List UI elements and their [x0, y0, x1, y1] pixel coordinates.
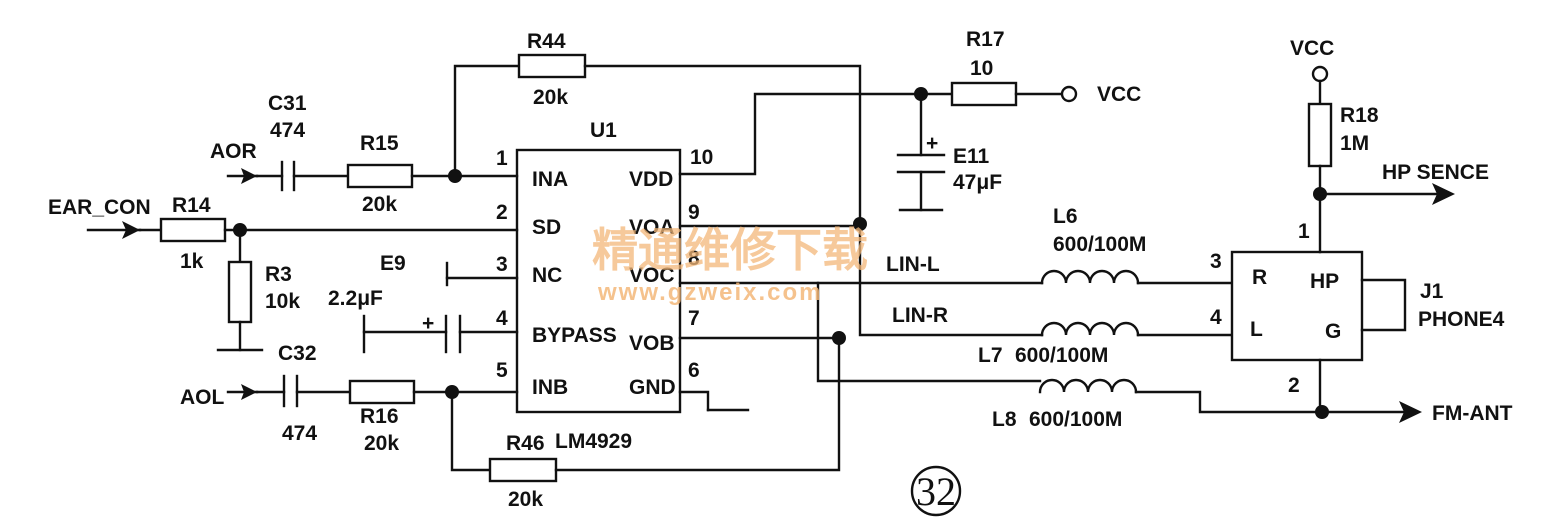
- fm-ant-label: FM-ANT: [1432, 402, 1513, 425]
- ic-pin-num-2: 2: [496, 201, 508, 224]
- aol-label: AOL: [180, 386, 225, 409]
- ic-pin-name-bypass: BYPASS: [532, 324, 617, 347]
- r3-ref: R3: [265, 263, 292, 286]
- ic-pin-name-nc: NC: [532, 264, 562, 287]
- fm-ant-arrow-icon: [1399, 401, 1422, 423]
- j1-ref: J1: [1420, 280, 1444, 303]
- ear-con-arrow-icon: [122, 221, 140, 239]
- j1-pin-num-3: 3: [1210, 250, 1222, 273]
- r17-value: 10: [970, 57, 993, 80]
- r15-value: 20k: [362, 193, 397, 216]
- l7-ref: L7: [978, 344, 1003, 367]
- vcc-right-label: VCC: [1097, 83, 1141, 106]
- watermark-url: www.gzweix.com: [597, 279, 823, 306]
- l8-ref: L8: [992, 408, 1017, 431]
- j1-pin-name-l: L: [1250, 318, 1263, 341]
- bypass-path: + E9 2.2μF: [328, 252, 519, 354]
- watermark: 精通维修下载 www.gzweix.com: [592, 223, 868, 306]
- ic-pin-name-voa: VOA: [629, 216, 675, 239]
- vcc-top-terminal-icon: [1311, 65, 1329, 83]
- l6-ref: L6: [1053, 205, 1078, 228]
- ic-part-label: LM4929: [555, 430, 632, 453]
- e9-plus-icon: +: [422, 312, 434, 335]
- l8-value: 600/100M: [1029, 408, 1122, 431]
- c31-ref: C31: [268, 92, 307, 115]
- j1-pin-num-2: 2: [1288, 374, 1300, 397]
- r14-value: 1k: [180, 250, 204, 273]
- ic-pin-num-4: 4: [496, 307, 508, 330]
- hp-sence-arrow-icon: [1432, 183, 1455, 205]
- e11-ref: E11: [953, 145, 990, 168]
- r16-ref: R16: [360, 405, 399, 428]
- ic-pin-num-6: 6: [688, 359, 700, 382]
- j1-part: PHONE4: [1418, 308, 1505, 331]
- ic-pin-name-voc: VOC: [629, 264, 675, 287]
- figure-number: 32: [916, 469, 956, 514]
- inductors: L6 600/100M L7 600/100M L8 600/100M: [978, 205, 1324, 431]
- aol-arrow-icon: [241, 384, 257, 400]
- ic-pin-name-vdd: VDD: [629, 168, 673, 191]
- j1-pin-name-g: G: [1325, 320, 1341, 343]
- amplifier-ic-u1: U1 LM4929 INA SD NC BYPASS INB 1 2 3 4 5…: [496, 119, 713, 453]
- r18-value: 1M: [1340, 132, 1369, 155]
- ic-pin-name-vob: VOB: [629, 332, 675, 355]
- hp-sense-network: VCC R18 1M HP SENCE FM-ANT: [1290, 37, 1513, 425]
- e11-value: 47μF: [953, 171, 1002, 194]
- r16-value: 20k: [364, 432, 399, 455]
- ic-pin-num-3: 3: [496, 253, 508, 276]
- e9-ref: E9: [380, 252, 406, 275]
- r14-ref: R14: [172, 194, 211, 217]
- supply-r17-e11: R17 10 VCC + E11 47μF: [678, 28, 1141, 212]
- aor-label: AOR: [210, 140, 257, 163]
- ic-pin-num-8: 8: [688, 247, 700, 270]
- j1-pin-num-4: 4: [1210, 306, 1222, 329]
- output-nets: LIN-L LIN-R: [678, 217, 1044, 412]
- watermark-title: 精通维修下载: [592, 223, 868, 277]
- l7-value: 600/100M: [1015, 344, 1108, 367]
- lin-l-label: LIN-L: [886, 253, 940, 276]
- e11-plus-icon: +: [926, 132, 938, 155]
- r17-ref: R17: [966, 28, 1005, 51]
- input-a-path: AOR C31 474 R15 20k: [210, 92, 519, 216]
- ic-pin-num-9: 9: [688, 201, 700, 224]
- l6-value: 600/100M: [1053, 233, 1146, 256]
- c32-ref: C32: [278, 342, 317, 365]
- j1-pin-name-hp: HP: [1310, 270, 1339, 293]
- ic-pin-num-7: 7: [688, 307, 700, 330]
- r46-value: 20k: [508, 488, 543, 511]
- j1-pin-name-r: R: [1252, 266, 1267, 289]
- r15-ref: R15: [360, 132, 399, 155]
- r44-value: 20k: [533, 86, 568, 109]
- vcc-top-label: VCC: [1290, 37, 1334, 60]
- ear-con-label: EAR_CON: [48, 196, 151, 219]
- ic-pin-name-ina: INA: [532, 168, 568, 191]
- ic-ref-label: U1: [590, 119, 617, 142]
- shutdown-path: EAR_CON R14 1k R3 10k: [48, 194, 519, 352]
- lin-r-label: LIN-R: [892, 304, 948, 327]
- r18-ref: R18: [1340, 104, 1379, 127]
- ic-pin-num-1: 1: [496, 147, 508, 170]
- ic-pin-name-sd: SD: [532, 216, 561, 239]
- r46-ref: R46: [506, 432, 545, 455]
- vcc-terminal-icon: [1060, 85, 1078, 103]
- figure-number-badge: 32: [910, 465, 962, 517]
- c31-value: 474: [270, 119, 305, 142]
- input-b-path: AOL C32 474 R16 20k R46 20k: [180, 336, 841, 511]
- feedback-r44: R44 20k: [453, 30, 862, 224]
- c32-value: 474: [282, 422, 317, 445]
- j1-pin-num-1: 1: [1298, 220, 1310, 243]
- r3-value: 10k: [265, 290, 300, 313]
- ic-pin-num-5: 5: [496, 359, 508, 382]
- headphone-jack-j1: R L HP G 3 4 1 2 J1 PHONE4: [1210, 220, 1505, 397]
- hp-sence-label: HP SENCE: [1382, 161, 1489, 184]
- ic-pin-name-gnd: GND: [629, 376, 676, 399]
- ic-pin-num-10: 10: [690, 146, 713, 169]
- aor-arrow-icon: [241, 168, 257, 184]
- e9-value: 2.2μF: [328, 287, 383, 310]
- r44-ref: R44: [527, 30, 566, 53]
- ic-pin-name-inb: INB: [532, 376, 568, 399]
